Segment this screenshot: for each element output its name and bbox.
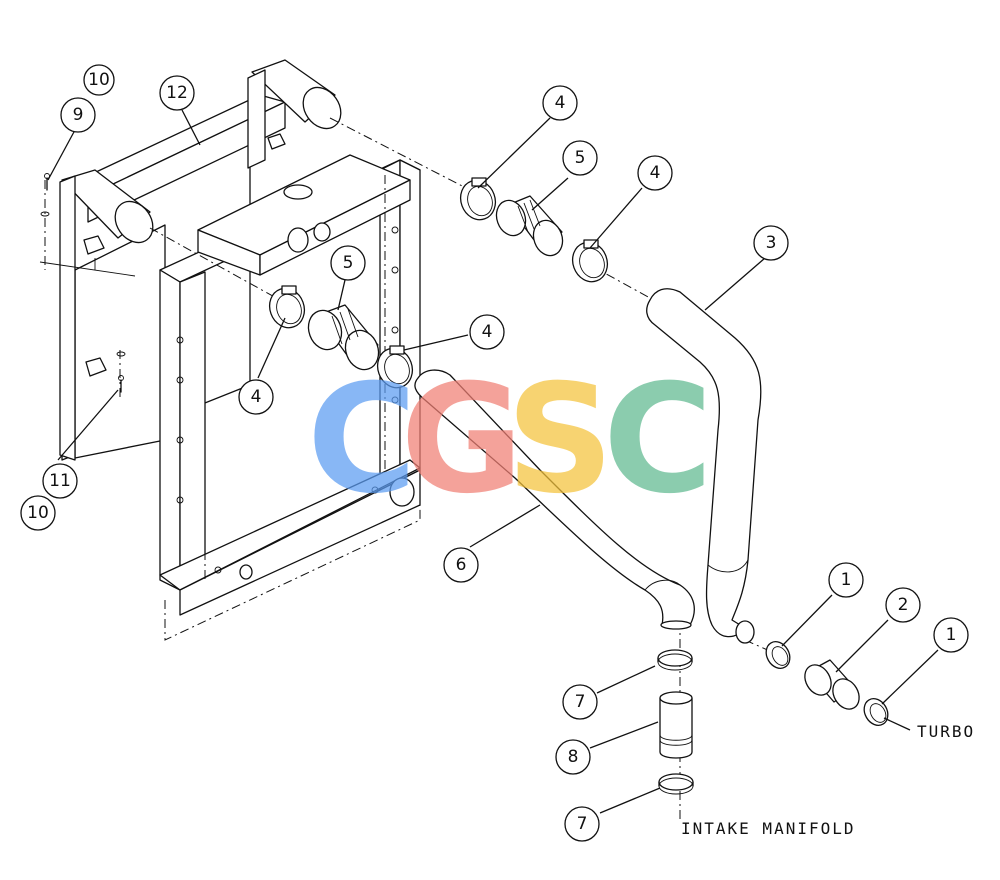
callout-7-b: 7 — [564, 806, 600, 842]
clamp-7-upper — [657, 649, 693, 671]
svg-text:3: 3 — [766, 233, 777, 253]
svg-text:4: 4 — [555, 93, 566, 113]
svg-text:2: 2 — [898, 595, 909, 615]
callout-8: 8 — [555, 739, 591, 775]
svg-text:5: 5 — [343, 253, 354, 273]
svg-text:12: 12 — [166, 83, 188, 103]
clamp-4-lower-left — [268, 285, 306, 329]
clamp-4-upper-left — [459, 177, 497, 221]
svg-text:10: 10 — [27, 503, 49, 523]
svg-text:11: 11 — [49, 471, 71, 491]
watermark-letter-1: C — [307, 353, 417, 527]
callout-11: 11 — [42, 463, 78, 499]
fasteners — [40, 173, 126, 393]
callout-4-c: 4 — [469, 314, 505, 350]
tube-6 — [414, 369, 695, 630]
svg-text:1: 1 — [841, 570, 852, 590]
svg-text:4: 4 — [650, 163, 661, 183]
radiator-assembly — [39, 59, 421, 641]
watermark-letter-2: G — [400, 353, 523, 527]
svg-text:7: 7 — [577, 814, 588, 834]
svg-text:9: 9 — [73, 105, 84, 125]
watermark-letter-3: S — [506, 353, 614, 527]
callouts: 10 9 12 4 5 4 3 5 4 4 11 10 6 1 2 1 7 8 … — [20, 64, 969, 842]
watermark-logo: C G S C — [307, 353, 713, 527]
intake-manifold-label: INTAKE MANIFOLD — [681, 819, 856, 838]
tube-3 — [646, 288, 762, 644]
clamp-7-lower — [658, 773, 694, 795]
callout-10-bottom: 10 — [20, 495, 56, 531]
callout-2: 2 — [885, 587, 921, 623]
callout-1-a: 1 — [828, 562, 864, 598]
svg-text:10: 10 — [88, 70, 110, 90]
callout-6: 6 — [443, 547, 479, 583]
callout-5-a: 5 — [562, 140, 598, 176]
coupler-8 — [659, 691, 693, 759]
svg-text:4: 4 — [482, 322, 493, 342]
callout-9: 9 — [60, 97, 96, 133]
svg-text:4: 4 — [251, 387, 262, 407]
callout-1-b: 1 — [933, 617, 969, 653]
callout-4-a: 4 — [542, 85, 578, 121]
callout-7-a: 7 — [562, 684, 598, 720]
callout-10-top: 10 — [83, 64, 115, 96]
svg-text:6: 6 — [456, 555, 467, 575]
callout-3: 3 — [753, 225, 789, 261]
turbo-label: TURBO — [917, 722, 975, 741]
frame-bolt-holes — [176, 226, 399, 574]
clamp-1-left — [765, 641, 791, 669]
svg-text:1: 1 — [946, 625, 957, 645]
watermark-letter-4: C — [603, 353, 713, 527]
svg-text:5: 5 — [575, 148, 586, 168]
svg-text:8: 8 — [568, 747, 579, 767]
hose-coupler-5-upper — [495, 195, 564, 257]
clamp-1-right — [863, 698, 889, 726]
callout-4-d: 4 — [238, 379, 274, 415]
coupler-2 — [804, 659, 860, 710]
clamp-4-upper-right — [571, 239, 609, 283]
callout-12: 12 — [159, 75, 195, 111]
hose-coupler-5-lower — [307, 304, 380, 371]
callout-4-b: 4 — [637, 155, 673, 191]
callout-5-b: 5 — [330, 245, 366, 281]
svg-text:7: 7 — [575, 692, 586, 712]
